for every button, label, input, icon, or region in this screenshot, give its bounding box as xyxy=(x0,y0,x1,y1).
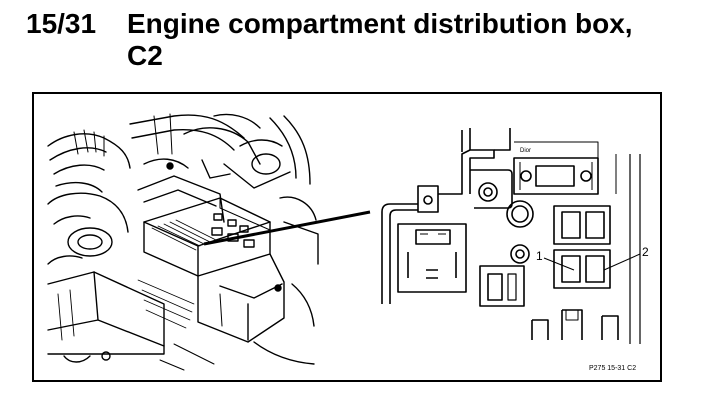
reference-code: P275 15-31 C2 xyxy=(589,365,636,372)
distribution-box-detail: Dior xyxy=(381,128,641,344)
diagram-svg: Dior xyxy=(47,113,649,372)
title-line-2: C2 xyxy=(127,40,163,71)
engine-bay-illustration xyxy=(47,113,319,371)
fuse-label: Dior xyxy=(520,148,531,154)
callout-1: 1 xyxy=(536,249,543,263)
title-line-1: Engine compartment distribution box, xyxy=(127,8,633,39)
diagram-frame: Dior xyxy=(32,92,662,382)
callout-leaders xyxy=(543,253,641,271)
page-number: 15/31 xyxy=(26,8,97,39)
leader-line xyxy=(203,210,371,246)
page-title: Engine compartment distribution box, C2 xyxy=(127,8,687,72)
callout-2: 2 xyxy=(642,245,649,259)
